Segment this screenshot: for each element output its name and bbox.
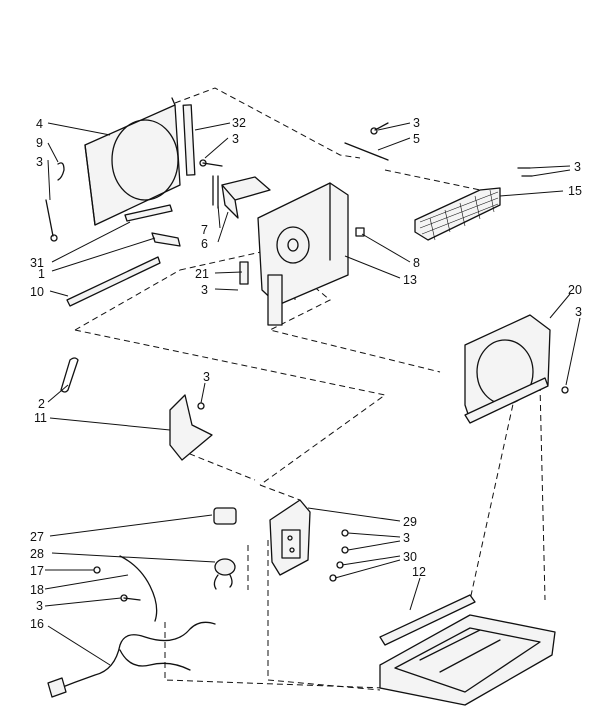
callout-3-bracket: 3 bbox=[203, 370, 210, 384]
callout-15: 15 bbox=[568, 184, 582, 198]
callout-29: 29 bbox=[403, 515, 417, 529]
callout-20: 20 bbox=[568, 283, 582, 297]
callout-1: 1 bbox=[38, 267, 45, 281]
callout-6: 6 bbox=[201, 237, 208, 251]
callout-11: 11 bbox=[34, 411, 47, 425]
part-16-power-cord bbox=[47, 621, 216, 698]
callout-7: 7 bbox=[201, 223, 208, 237]
part-11-bracket bbox=[169, 394, 213, 461]
part-10-rail bbox=[66, 256, 161, 307]
callout-21: 21 bbox=[195, 267, 209, 281]
callout-3-top-center: 3 bbox=[413, 116, 420, 130]
callout-27: 27 bbox=[30, 530, 44, 544]
part-28-capacitor bbox=[213, 558, 236, 590]
part-2-tube bbox=[60, 357, 79, 393]
callout-8: 8 bbox=[413, 256, 420, 270]
callout-3-right-top: 3 bbox=[574, 160, 581, 174]
screw-bottom-left bbox=[120, 594, 141, 602]
callout-18: 18 bbox=[30, 583, 44, 597]
leader-lines bbox=[44, 122, 581, 666]
callout-30: 30 bbox=[403, 550, 417, 564]
callout-3-left-upper: 3 bbox=[232, 132, 239, 146]
callout-13: 13 bbox=[403, 273, 417, 287]
callout-10: 10 bbox=[30, 285, 44, 299]
callout-2: 2 bbox=[38, 397, 45, 411]
callout-28: 28 bbox=[30, 547, 44, 561]
callout-4: 4 bbox=[36, 117, 43, 131]
callout-5: 5 bbox=[413, 132, 420, 146]
callout-labels: 4 32 3 3 5 9 3 3 15 7 6 31 1 8 10 21 3 1… bbox=[30, 116, 582, 631]
part-6-7-bracket bbox=[212, 175, 271, 219]
part-15-grille bbox=[414, 167, 533, 241]
part-9-clip bbox=[57, 162, 65, 181]
callout-32: 32 bbox=[232, 116, 246, 130]
part-31-bracket bbox=[124, 204, 181, 247]
assembly-dashed-lines bbox=[74, 87, 546, 691]
part-8-clip bbox=[355, 227, 365, 237]
callout-3-center: 3 bbox=[201, 283, 208, 297]
callout-3-lower-left: 3 bbox=[36, 599, 43, 613]
callout-31: 31 bbox=[30, 256, 44, 270]
callout-9: 9 bbox=[36, 136, 43, 150]
callout-3-right-mid: 3 bbox=[575, 305, 582, 319]
screws-center bbox=[329, 529, 349, 582]
callout-3-lower-center: 3 bbox=[403, 531, 410, 545]
part-29-control-bracket bbox=[269, 499, 311, 576]
part-12-base-pan bbox=[379, 594, 556, 706]
part-5-rod bbox=[344, 122, 389, 161]
part-32-strip bbox=[182, 104, 196, 176]
callout-16: 16 bbox=[30, 617, 44, 631]
part-27-switch bbox=[213, 507, 237, 525]
part-20-shroud bbox=[464, 314, 569, 424]
screws-left bbox=[45, 159, 223, 242]
callout-3-left: 3 bbox=[36, 155, 43, 169]
part-13-bulkhead bbox=[239, 182, 349, 326]
part-17-18-wire bbox=[93, 555, 158, 622]
callout-17: 17 bbox=[30, 564, 44, 578]
callout-12: 12 bbox=[412, 565, 426, 579]
